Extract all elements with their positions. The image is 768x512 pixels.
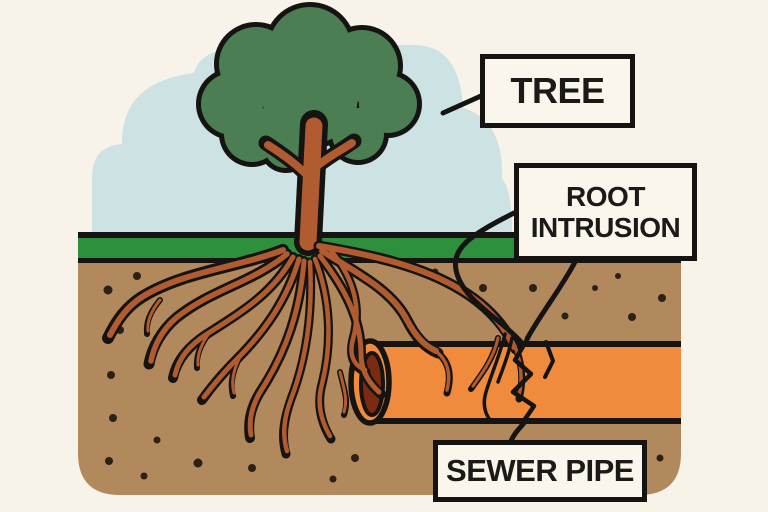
sewer-pipe-label: SEWER PIPE xyxy=(433,440,647,502)
ground-top-line xyxy=(78,232,681,238)
root-intrusion-label: ROOT INTRUSION xyxy=(514,163,697,261)
leader-line-sewer-pipe xyxy=(508,420,527,444)
root-intrusion-label-text: ROOT INTRUSION xyxy=(530,180,681,243)
tree-canopy xyxy=(201,7,417,168)
tree-roots xyxy=(102,240,526,459)
sewer-pipe-label-text: SEWER PIPE xyxy=(446,452,634,488)
pipe-crack xyxy=(482,332,555,425)
tree-label-text: TREE xyxy=(510,69,605,111)
leader-line-root-intrusion-right xyxy=(524,259,578,342)
tree-trunk xyxy=(258,110,362,256)
leader-line-root-intrusion-left xyxy=(452,210,524,345)
tree-label: TREE xyxy=(480,54,635,128)
leader-line-tree xyxy=(440,93,484,116)
